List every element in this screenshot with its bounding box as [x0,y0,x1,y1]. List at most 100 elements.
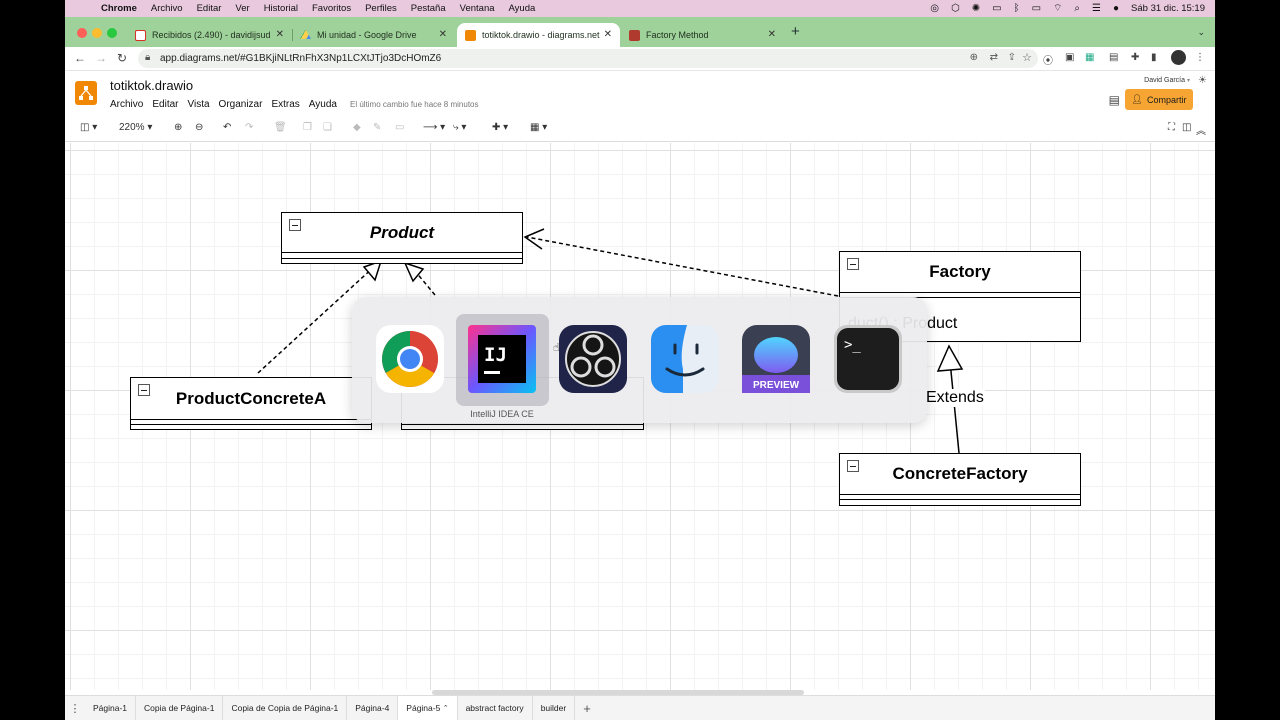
menubar-item-pestana[interactable]: Pestaña [410,3,446,14]
tab-factory-method[interactable]: Factory Method ✕ [621,23,784,47]
reload-icon[interactable]: ↻ [117,51,128,65]
class-name[interactable]: ConcreteFactory [840,454,1080,495]
preview-app-icon[interactable]: PREVIEW [740,323,812,395]
panel-toggle-icon[interactable]: ◫ [1182,122,1192,133]
menu-vista[interactable]: Vista [187,99,210,110]
tab-gmail[interactable]: Recibidos (2.490) - davidijsud ✕ [127,23,293,47]
line-color-icon[interactable]: ✎ [373,122,382,133]
uml-class-concrete-factory[interactable]: ConcreteFactory [839,453,1081,506]
menubar-item-ver[interactable]: Ver [235,3,250,14]
menubar-item-editar[interactable]: Editar [196,3,222,14]
uml-class-product-concrete-a[interactable]: ProductConcreteA [130,377,372,430]
diagram-canvas[interactable]: Product Factory duct() : Product Product… [65,143,1215,690]
connection-style-icon[interactable]: ⟶ ▾ [423,122,446,133]
bluetooth-icon[interactable]: ᛒ [1013,3,1020,14]
to-back-icon[interactable]: ❏ [323,122,332,133]
back-arrow-icon[interactable]: ← [74,51,86,65]
shadow-icon[interactable]: ▭ [395,122,405,133]
control-center-icon[interactable]: ☰ [1092,3,1101,14]
fullscreen-icon[interactable]: ⛶ [1168,122,1175,133]
menu-extras[interactable]: Extras [271,99,300,110]
page-tab-2[interactable]: Copia de Página-1 [136,695,224,720]
chrome-app-icon[interactable] [374,323,446,395]
edge-concrete-a-to-product[interactable] [257,264,377,374]
obs-app-icon[interactable] [557,323,629,395]
tab-google-drive[interactable]: Mi unidad - Google Drive ✕ [292,23,455,47]
zoom-select[interactable]: 220% ▾ [119,122,153,133]
bookmark-star-icon[interactable]: ☆ [1022,52,1032,64]
page-tab-3[interactable]: Copia de Copia de Página-1 [223,695,348,720]
search-icon[interactable]: ⌕ [1074,3,1081,14]
last-change-status[interactable]: El último cambio fue hace 8 minutos [349,100,479,109]
waypoints-icon[interactable]: ⤷ ▾ [453,122,467,133]
new-tab-button[interactable]: + [791,23,800,40]
side-panel-icon[interactable]: ▮ [1151,52,1157,63]
edge-factory-to-product[interactable] [526,236,839,297]
collapse-minus-icon[interactable] [289,219,301,231]
extension-icon-1[interactable]: ⦿ [1043,56,1053,67]
box-status-icon[interactable]: ⬡ [950,3,960,14]
to-front-icon[interactable]: ❐ [303,122,312,133]
tab-close-icon[interactable]: ✕ [767,29,776,40]
chevron-up-icon[interactable]: ⌃ [442,705,449,712]
user-menu[interactable]: David García ▾ [1144,77,1190,84]
horizontal-scrollbar[interactable] [432,690,804,695]
menu-organizar[interactable]: Organizar [218,99,263,110]
tab-close-icon[interactable]: ✕ [603,29,612,40]
lock-icon[interactable]: 🔒︎ [145,52,151,63]
keyboard-status-icon[interactable]: ▭ [992,3,1002,14]
finder-app-icon[interactable] [649,323,721,395]
menubar-item-historial[interactable]: Historial [263,3,298,14]
tab-search-chevron-icon[interactable]: ⌄ [1197,27,1205,37]
siri-icon[interactable]: ● [1113,3,1120,14]
pages-menu-icon[interactable]: ⋮ [69,702,81,715]
share-page-icon[interactable]: ⇪ [1007,52,1016,63]
share-button[interactable]: 👤︎ Compartir [1125,89,1193,110]
collapse-icon[interactable]: ︽ [1196,126,1206,137]
menubar-item-archivo[interactable]: Archivo [150,3,183,14]
tab-close-icon[interactable]: ✕ [275,29,284,40]
page-tab-1[interactable]: Página-1 [85,695,137,720]
comments-icon[interactable]: ▤ [1108,93,1120,107]
address-bar[interactable]: 🔒︎ app.diagrams.net/#G1BKjiNLtRnFhX3Np1L… [138,49,1038,68]
extension-icon-4[interactable]: ▤ [1109,52,1119,63]
menu-ayuda[interactable]: Ayuda [308,99,337,110]
page-tab-6[interactable]: abstract factory [458,695,533,720]
undo-icon[interactable]: ↶ [223,122,232,133]
menubar-app-name[interactable]: Chrome [101,3,137,14]
extension-icon-3[interactable]: ▦ [1085,52,1095,63]
obs-status-icon[interactable]: ◎ [930,3,939,14]
intellij-app-icon[interactable]: IJ [466,323,538,395]
gear-status-icon[interactable]: ✺ [971,3,981,14]
class-name[interactable]: Product [282,213,522,253]
menubar-datetime[interactable]: Sáb 31 dic. 15:19 [1131,3,1205,14]
format-panel-icon[interactable]: ◫ ▾ [80,122,98,133]
add-page-button[interactable]: + [583,700,591,716]
collapse-minus-icon[interactable] [847,460,859,472]
translate-icon[interactable]: ⇄ [989,52,998,63]
collapse-minus-icon[interactable] [138,384,150,396]
terminal-app-icon[interactable]: >_ [832,323,904,395]
theme-toggle-icon[interactable]: ☀ [1198,75,1207,86]
edge-concrete-factory-to-factory[interactable] [949,360,960,454]
tab-drawio[interactable]: totiktok.drawio - diagrams.net ✕ [457,23,620,47]
window-close-button[interactable] [77,28,87,38]
menubar-item-perfiles[interactable]: Perfiles [365,3,397,14]
table-icon[interactable]: ▦ ▾ [530,122,548,133]
delete-icon[interactable]: 🗑︎ [274,122,287,133]
uml-class-product[interactable]: Product [281,212,523,264]
extensions-puzzle-icon[interactable]: ✚ [1131,52,1140,63]
zoom-out-icon[interactable]: ⊖ [195,122,204,133]
window-minimize-button[interactable] [92,28,102,38]
window-zoom-button[interactable] [107,28,117,38]
insert-plus-icon[interactable]: ✚ ▾ [492,122,509,133]
battery-icon[interactable]: ▭ [1031,3,1042,14]
menubar-item-favoritos[interactable]: Favoritos [312,3,352,14]
forward-arrow-icon[interactable]: → [95,51,107,65]
menubar-item-ayuda[interactable]: Ayuda [508,3,536,14]
menubar-item-ventana[interactable]: Ventana [459,3,495,14]
install-app-icon[interactable]: ⊕ [969,52,978,63]
redo-icon[interactable]: ↷ [245,122,254,133]
wifi-off-icon[interactable]: ⌔ [1053,3,1063,14]
fill-color-icon[interactable]: ◆ [353,122,361,133]
